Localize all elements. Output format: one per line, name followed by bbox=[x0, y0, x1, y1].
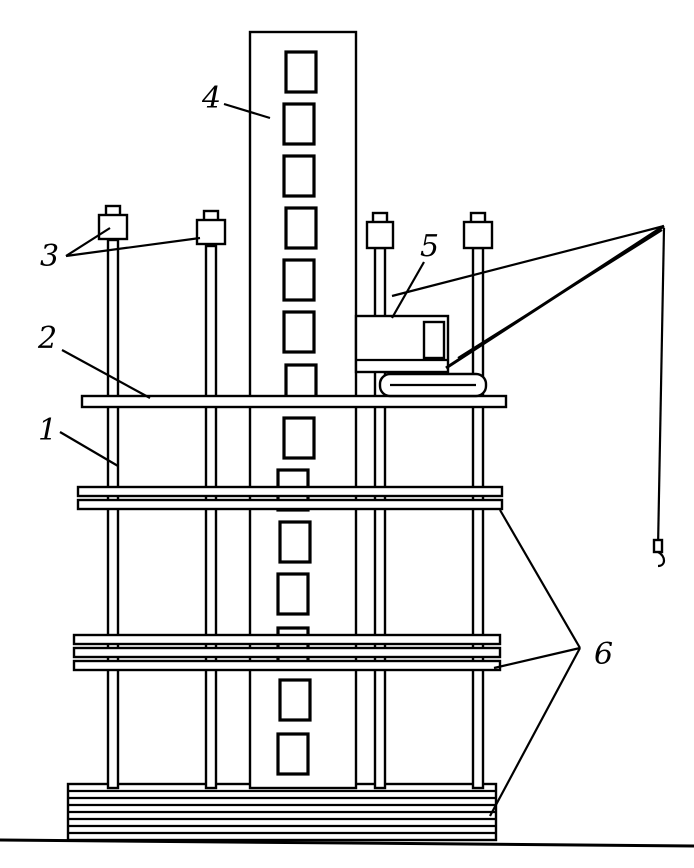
label-3: 3 bbox=[40, 239, 59, 274]
column-2 bbox=[204, 244, 218, 790]
column-1 bbox=[106, 238, 120, 790]
jack-2 bbox=[195, 209, 227, 246]
core-opening bbox=[282, 154, 316, 198]
core-opening bbox=[282, 258, 316, 302]
core-openings bbox=[276, 50, 318, 776]
slab-triple-lower bbox=[72, 633, 502, 672]
crane-cab-window bbox=[422, 320, 446, 360]
jack-3 bbox=[365, 211, 395, 250]
crawler-crane bbox=[354, 224, 666, 568]
core-opening bbox=[282, 310, 316, 354]
jack-1 bbox=[97, 204, 129, 241]
slab-stack-base bbox=[66, 782, 498, 842]
crane-pendant bbox=[391, 224, 665, 298]
top-slab bbox=[80, 394, 508, 409]
label-5: 5 bbox=[420, 229, 439, 264]
core-opening bbox=[278, 520, 312, 564]
label-2: 2 bbox=[37, 321, 57, 356]
label-1: 1 bbox=[38, 413, 57, 448]
jacks bbox=[97, 204, 494, 250]
leader-lines bbox=[59, 102, 581, 817]
jack-4 bbox=[462, 211, 494, 250]
core-opening bbox=[282, 416, 316, 460]
core-opening bbox=[276, 572, 310, 616]
core-opening bbox=[282, 102, 316, 146]
hook-icon bbox=[657, 551, 666, 568]
label-6: 6 bbox=[594, 637, 613, 672]
core-opening bbox=[276, 732, 310, 776]
slab-pair-middle bbox=[76, 485, 504, 511]
column-4 bbox=[471, 246, 485, 790]
core-opening bbox=[284, 206, 318, 250]
hook-line bbox=[656, 227, 666, 549]
core-opening bbox=[278, 678, 312, 722]
label-4: 4 bbox=[201, 81, 221, 116]
core-opening bbox=[284, 50, 318, 94]
